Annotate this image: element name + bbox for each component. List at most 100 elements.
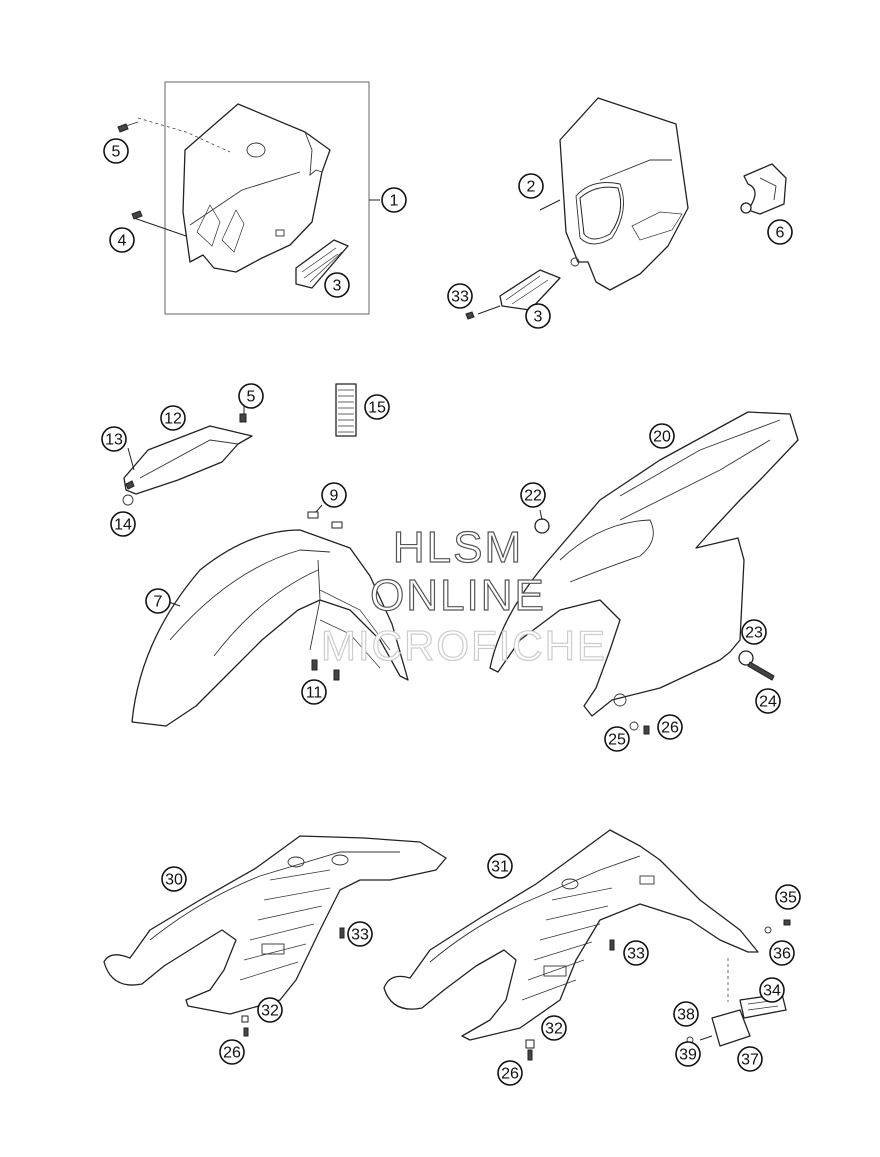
callout-circle <box>160 405 186 431</box>
callout-number: 32 <box>261 1003 279 1020</box>
rear-fender-30 <box>103 835 447 1037</box>
callout-3: 3 <box>525 303 551 329</box>
callout-circle <box>541 1015 567 1041</box>
callout-number: 13 <box>105 432 123 449</box>
callout-number: 34 <box>763 983 781 1000</box>
callout-number: 15 <box>368 400 386 417</box>
callout-number: 36 <box>773 946 791 963</box>
callout-circle <box>623 940 649 966</box>
callout-circle <box>755 688 781 714</box>
callout-circle <box>649 423 675 449</box>
callout-38: 38 <box>673 1001 699 1027</box>
callout-circle <box>301 679 327 705</box>
front-fender-7 <box>131 504 409 727</box>
callout-number: 5 <box>112 144 121 161</box>
callout-33: 33 <box>347 921 373 947</box>
callout-1: 1 <box>381 187 407 213</box>
callout-number: 20 <box>653 429 671 446</box>
callout-circle <box>219 1039 245 1065</box>
bracket-clamp <box>740 163 787 215</box>
callout-number: 30 <box>165 872 183 889</box>
callout-number: 22 <box>524 488 542 505</box>
callout-31: 31 <box>487 853 513 879</box>
callout-12: 12 <box>160 405 186 431</box>
callout-circle <box>604 726 630 752</box>
callout-number: 24 <box>759 694 777 711</box>
callout-number: 9 <box>330 488 339 505</box>
callout-circle <box>769 940 795 966</box>
callout-circle <box>447 283 473 309</box>
callout-circle <box>767 219 793 245</box>
callout-5: 5 <box>103 138 129 164</box>
callout-33: 33 <box>623 940 649 966</box>
callout-number: 3 <box>333 278 342 295</box>
callout-number: 31 <box>491 859 509 876</box>
callout-circle <box>741 619 767 645</box>
callout-number: 39 <box>679 1047 697 1064</box>
callout-number: 33 <box>451 289 469 306</box>
callout-24: 24 <box>755 688 781 714</box>
callout-32: 32 <box>541 1015 567 1041</box>
callout-33: 33 <box>447 283 473 309</box>
callout-30: 30 <box>161 866 187 892</box>
callout-circle <box>103 138 129 164</box>
number-plate-12 <box>122 404 253 506</box>
callout-circle <box>520 482 546 508</box>
side-panel-20 <box>489 411 799 735</box>
watermark: HLSM ONLINE MICROFICHE <box>320 522 605 669</box>
callout-number: 25 <box>608 732 626 749</box>
callout-number: 7 <box>154 594 163 611</box>
callout-number: 37 <box>741 1052 759 1069</box>
callout-number: 6 <box>776 225 785 242</box>
callout-circle <box>487 853 513 879</box>
callout-circle <box>321 482 347 508</box>
callout-circle <box>110 511 136 537</box>
callout-number: 26 <box>661 720 679 737</box>
callout-number: 33 <box>627 946 645 963</box>
callout-39: 39 <box>675 1041 701 1067</box>
callout-25: 25 <box>604 726 630 752</box>
callout-circle <box>381 187 407 213</box>
callout-number: 12 <box>164 411 182 428</box>
callout-14: 14 <box>110 511 136 537</box>
callout-5: 5 <box>238 383 264 409</box>
callout-number: 32 <box>545 1021 563 1038</box>
callout-20: 20 <box>649 423 675 449</box>
callout-circle <box>675 1041 701 1067</box>
callout-26: 26 <box>657 714 683 740</box>
callout-circle <box>364 394 390 420</box>
callout-circle <box>525 303 551 329</box>
callout-number: 35 <box>779 890 797 907</box>
callout-circle <box>324 272 350 298</box>
callout-number: 3 <box>534 309 543 326</box>
callout-26: 26 <box>497 1060 523 1086</box>
callout-circle <box>775 884 801 910</box>
callout-15: 15 <box>364 394 390 420</box>
headlight-mask-kit <box>117 81 380 315</box>
callout-circle <box>257 997 283 1023</box>
reflector-15 <box>335 383 357 437</box>
callout-circle <box>518 173 544 199</box>
callout-circle <box>737 1046 763 1072</box>
callout-circle <box>759 977 785 1003</box>
callout-37: 37 <box>737 1046 763 1072</box>
callout-2: 2 <box>518 173 544 199</box>
callout-number: 26 <box>501 1066 519 1083</box>
callout-number: 26 <box>223 1045 241 1062</box>
callout-7: 7 <box>145 588 171 614</box>
callout-circle <box>497 1060 523 1086</box>
callout-number: 5 <box>247 389 256 406</box>
callout-circle <box>101 426 127 452</box>
callout-number: 4 <box>118 233 127 250</box>
callout-11: 11 <box>301 679 327 705</box>
callout-34: 34 <box>759 977 785 1003</box>
rear-fender-31 <box>383 829 791 1061</box>
callout-22: 22 <box>520 482 546 508</box>
callout-35: 35 <box>775 884 801 910</box>
callout-6: 6 <box>767 219 793 245</box>
callout-9: 9 <box>321 482 347 508</box>
watermark-line-2: ONLINE <box>370 571 546 620</box>
callout-number: 1 <box>390 193 399 210</box>
callout-26: 26 <box>219 1039 245 1065</box>
